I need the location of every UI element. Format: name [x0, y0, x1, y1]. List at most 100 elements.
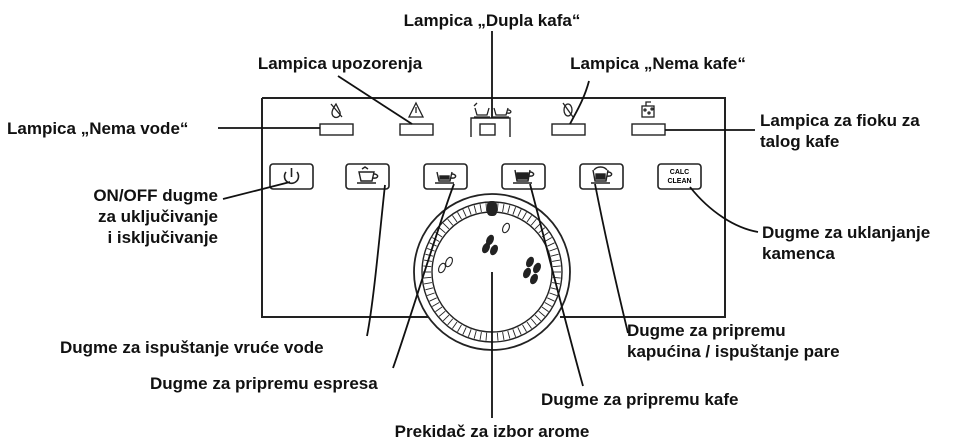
dial-rib	[467, 207, 472, 215]
leader-kafa	[529, 183, 584, 387]
label-upozorenja: Lampica upozorenja	[257, 54, 423, 73]
dial-rib	[544, 302, 552, 307]
leader-on-off	[222, 181, 291, 200]
label-kafa: Dugme za pripremu kafe	[541, 390, 739, 409]
lamp-no-coffee	[551, 123, 586, 136]
dial-rib	[423, 282, 433, 285]
hot-water-button[interactable]	[345, 163, 390, 190]
coffee-cup-icon	[513, 169, 535, 184]
dial-rib	[432, 302, 440, 307]
lamp-warning	[399, 123, 434, 136]
label-dupla-kafa: Lampica „Dupla kafa“	[403, 11, 581, 30]
dial-rib	[438, 227, 446, 234]
dial-rib	[429, 297, 437, 302]
dial-rib	[552, 265, 561, 268]
hot-water-icon	[357, 166, 379, 184]
label-aroma: Prekidač za izbor arome	[394, 422, 590, 441]
panel-buttons	[269, 163, 702, 190]
label-on-off: ON/OFF dugme za uključivanje i isključiv…	[40, 185, 218, 248]
dial-rib	[530, 318, 537, 326]
dial-rib	[517, 209, 522, 217]
leader-lines	[218, 31, 759, 418]
indicator-lamps	[319, 123, 666, 136]
dial-rib	[447, 318, 454, 326]
dial-rib	[517, 327, 522, 335]
dial-rib	[549, 247, 557, 252]
dial-rib	[541, 306, 549, 312]
dial-rib	[442, 314, 450, 322]
dial-rib	[423, 276, 432, 279]
control-panel	[261, 97, 726, 318]
label-fioka-line2: talog kafe	[760, 132, 840, 151]
label-kamenac-line1: Dugme za uklanjanje	[762, 223, 931, 242]
dial-rib	[522, 324, 527, 332]
dial-rib	[485, 332, 488, 341]
dial-rib	[479, 203, 482, 213]
dial-rib	[512, 329, 517, 337]
dial-rib	[507, 205, 511, 214]
dial-rib	[423, 265, 432, 268]
dial-rib	[438, 310, 446, 317]
label-kamenac: Dugme za uklanjanje kamenca	[762, 222, 930, 264]
dial-rib	[496, 203, 499, 212]
dial-rib	[485, 203, 488, 212]
dial-rib	[427, 292, 435, 297]
label-fioka-line1: Lampica za fioku za	[760, 111, 920, 130]
dial-rib	[547, 242, 555, 247]
dial-indicator	[487, 201, 497, 216]
espresso-cup-icon	[435, 171, 457, 184]
dial-rib	[425, 287, 434, 291]
grounds-drawer-icon	[641, 101, 655, 118]
dial-rib	[467, 329, 472, 337]
label-kapucino-line1: Dugme za pripremu	[627, 321, 786, 340]
dial-rib	[473, 205, 477, 214]
calc-clean-button[interactable]	[657, 163, 702, 190]
leader-kapucino	[594, 183, 629, 334]
lamp-no-water	[319, 123, 354, 136]
power-icon	[283, 168, 300, 185]
no-water-icon	[330, 102, 343, 119]
label-kamenac-line2: kamenca	[762, 244, 835, 263]
dial-rib	[526, 215, 532, 223]
dial-rib	[473, 330, 477, 339]
leader-espreso	[392, 183, 455, 369]
dial-rib	[462, 327, 467, 335]
dial-rib	[462, 209, 467, 217]
label-espreso: Dugme za pripremu espresa	[150, 374, 378, 393]
dial-rib	[452, 321, 458, 329]
dial-rib	[457, 324, 462, 332]
dial-rib	[544, 237, 552, 242]
clean-label: CLEAN	[667, 178, 691, 185]
dial-rib	[479, 331, 482, 341]
dial-rib	[512, 207, 517, 215]
dial-rib	[507, 330, 511, 339]
label-on-off-line3: i isključivanje	[107, 228, 218, 247]
dial-rib	[534, 314, 542, 322]
label-fioka: Lampica za fioku za talog kafe	[760, 110, 920, 152]
dial-rib	[496, 332, 499, 341]
dial-rib	[457, 212, 462, 220]
dial-rib	[550, 253, 559, 257]
dial-rib	[522, 212, 527, 220]
dial-rib	[447, 218, 454, 226]
label-on-off-line2: za uključivanje	[98, 207, 218, 226]
label-on-off-line1: ON/OFF dugme	[93, 186, 218, 205]
calc-label: CALC	[670, 169, 689, 176]
dial-rib	[538, 310, 546, 317]
no-coffee-icon	[562, 102, 574, 118]
double-cup-icon	[473, 102, 512, 118]
coffee-bean-icon	[438, 222, 541, 285]
leader-kamenac	[689, 186, 759, 233]
dial-rib	[549, 292, 557, 297]
leader-vruca-voda	[366, 184, 386, 337]
label-nema-vode: Lampica „Nema vode“	[7, 119, 189, 138]
cappuccino-cup-icon	[591, 166, 613, 184]
dial-rib	[530, 218, 537, 226]
label-kapucino: Dugme za pripremu kapućina / ispuštanje …	[627, 320, 840, 362]
dial-rib	[435, 306, 443, 312]
label-nema-kafe: Lampica „Nema kafe“	[570, 54, 746, 73]
lamp-grounds-drawer	[631, 123, 666, 136]
dial-rib	[442, 222, 450, 230]
dial-rib	[502, 203, 505, 213]
